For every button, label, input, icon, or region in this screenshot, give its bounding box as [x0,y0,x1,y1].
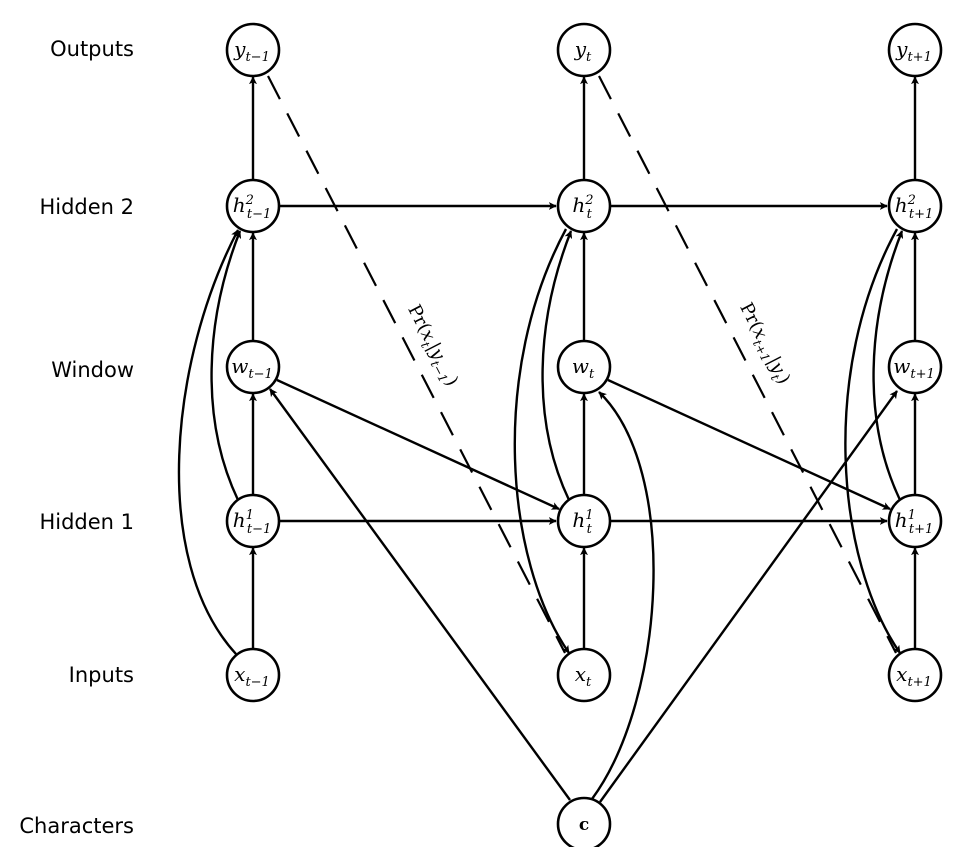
edge-h1-to-h2-prev [210,230,242,501]
node-label-w-prev: wt−1 [231,354,273,382]
node-label-x-cur: xt [575,662,592,690]
edge-h2-to-x-cur [513,228,570,654]
dashed-y-prev-to-x-cur [267,75,566,654]
row-label-inputs: Inputs [69,663,134,687]
row-label-hidden1: Hidden 1 [39,510,134,534]
node-label-c: c [579,815,589,835]
edge-x-to-h2-prev [177,229,240,655]
node-y-prev: yt−1 [225,22,281,78]
node-label-x-prev: xt−1 [234,662,270,690]
edge-c-to-w-next [599,390,898,803]
edge-c-to-w-cur [591,391,655,800]
dashed-label-left: Pr(xt|yt−1) [401,301,463,391]
dashed-y-cur-to-x-next [598,75,897,654]
node-label-x-next: xt+1 [896,662,932,690]
node-label-w-next: wt+1 [893,354,935,382]
window-feedback-edges [276,378,891,511]
dashed-edges [267,75,897,654]
edge-h1-to-h2-next [872,230,904,501]
row-label-characters: Characters [19,814,134,838]
node-w-next: wt+1 [887,339,943,395]
edge-h2-to-x-next [844,228,901,654]
edge-h1-to-h2-cur [541,230,573,501]
node-x-cur: xt [556,647,612,703]
node-x-next: xt+1 [887,647,943,703]
node-c: c [556,796,612,847]
row-label-window: Window [51,358,134,382]
node-label-w-cur: wt [572,354,595,382]
node-w-cur: wt [556,339,612,395]
edge-c-to-w-prev [269,388,571,801]
character-edges [269,388,898,803]
skip-edges [177,228,904,655]
edge-w-cur-to-h1-next [607,378,891,511]
dashed-label-right: Pr(xt+1|yt) [733,299,795,389]
node-y-cur: yt [556,22,612,78]
node-x-prev: xt−1 [225,647,281,703]
node-label-y-cur: yt [574,37,592,65]
node-y-next: yt+1 [887,22,943,78]
vertical-edges [249,76,919,649]
edge-w-prev-to-h1-cur [276,378,560,511]
horizontal-edges [280,202,888,525]
node-label-y-next: yt+1 [895,37,932,65]
row-label-hidden2: Hidden 2 [39,195,134,219]
node-w-prev: wt−1 [225,339,281,395]
row-label-outputs: Outputs [50,37,134,61]
node-label-y-prev: yt−1 [233,37,270,65]
